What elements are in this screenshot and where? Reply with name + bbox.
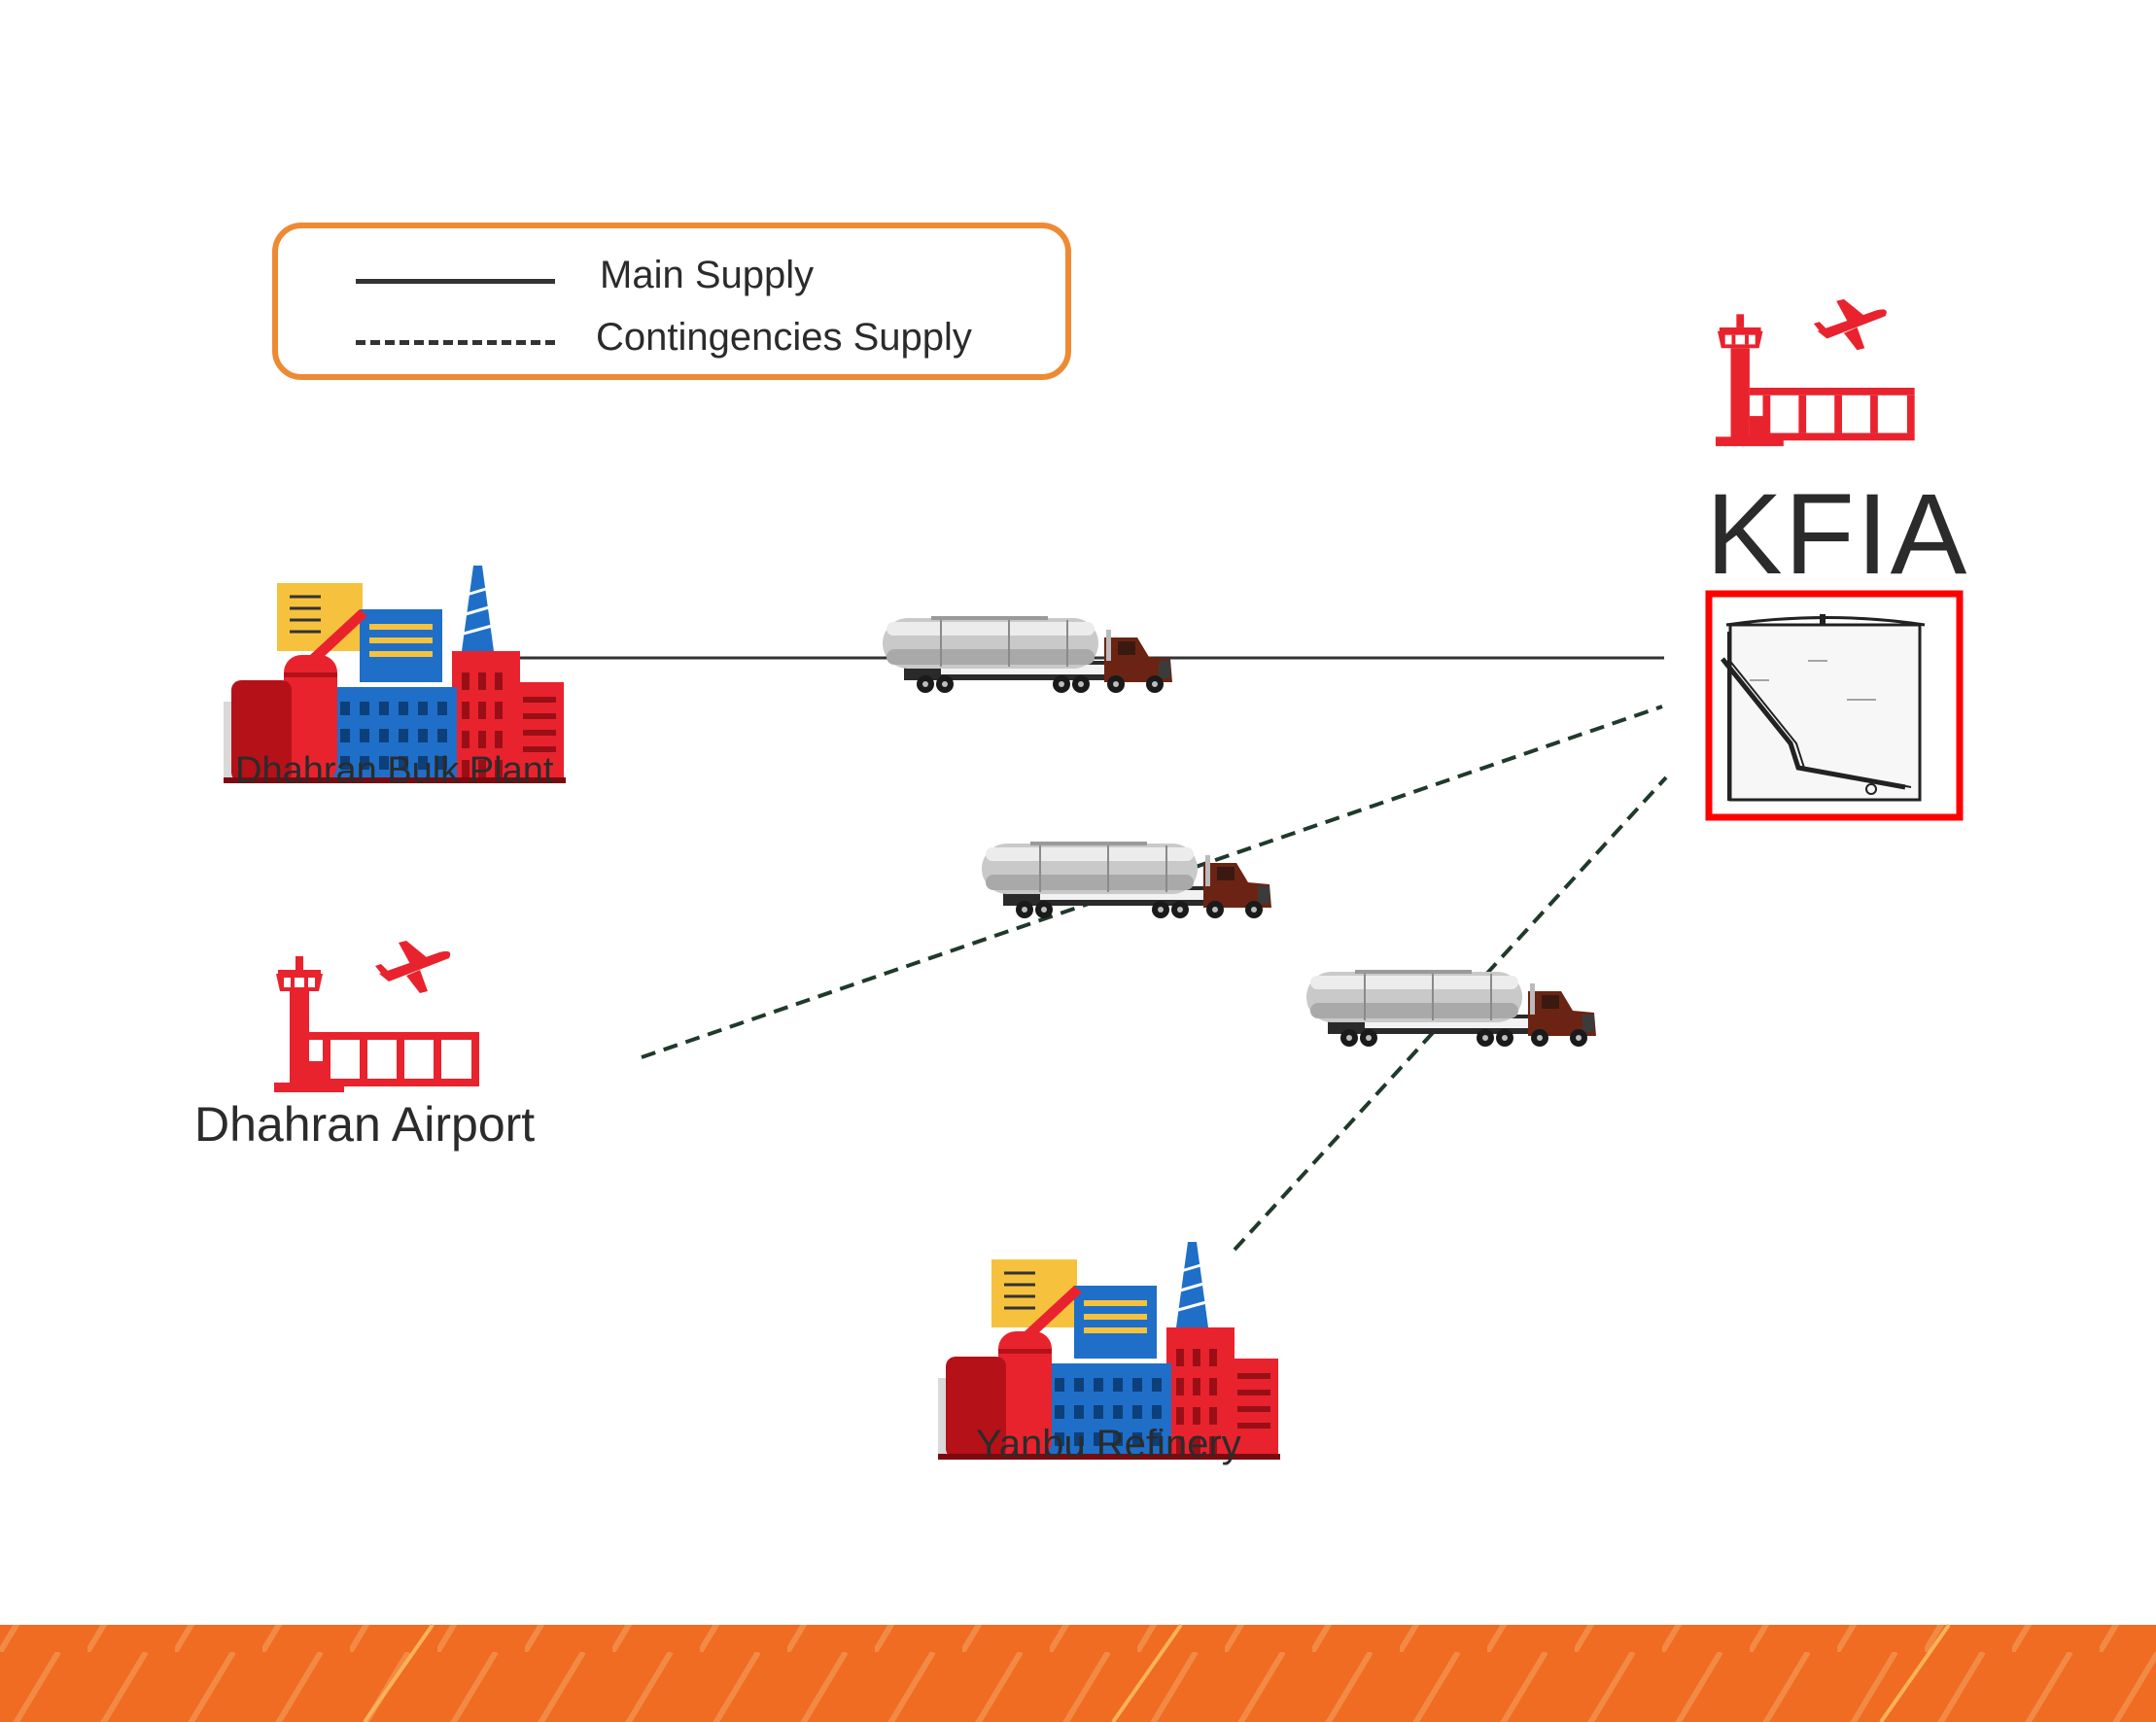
legend: Main Supply Contingencies Supply [272, 223, 1071, 380]
dhahran-airport-icon [274, 941, 479, 1092]
legend-main-line-sample [356, 279, 555, 284]
yanbu-refinery-label: Yanbu Refinery [976, 1423, 1241, 1465]
legend-main-label: Main Supply [600, 254, 815, 296]
dhahran-bulk-plant-label: Dhahran Bulk Plant [235, 750, 554, 791]
kfia-label: KFIA [1706, 470, 1969, 599]
bottom-decorative-band [0, 1625, 2156, 1722]
dhahran-airport-label: Dhahran Airport [194, 1097, 536, 1152]
contingency-line-yanbu-kfia [1233, 775, 1668, 1252]
kfia-airport-icon [1716, 298, 1915, 447]
fuel-truck-icon-airport [981, 841, 1272, 919]
legend-contingency-label: Contingencies Supply [596, 316, 972, 359]
fuel-truck-icon-main [882, 615, 1173, 694]
legend-contingency-line-sample [356, 340, 555, 345]
fuel-truck-icon-yanbu [1305, 969, 1597, 1048]
storage-tank-icon [1705, 590, 1964, 821]
